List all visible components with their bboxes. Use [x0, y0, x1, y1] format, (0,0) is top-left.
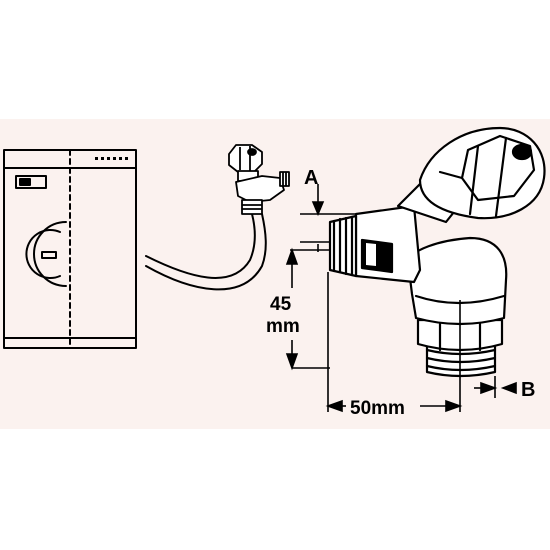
label-b: B — [521, 379, 535, 401]
small-valve-icon — [228, 144, 290, 215]
width-dimension-label: 50mm — [350, 398, 405, 419]
angle-valve-icon — [328, 126, 546, 378]
hose-icon — [145, 213, 267, 291]
washing-machine-icon — [3, 149, 137, 349]
height-dimension-value: 45 — [270, 294, 292, 315]
label-a: A — [304, 167, 318, 189]
height-dimension-unit: mm — [266, 316, 300, 337]
dimension-lines — [285, 184, 517, 413]
